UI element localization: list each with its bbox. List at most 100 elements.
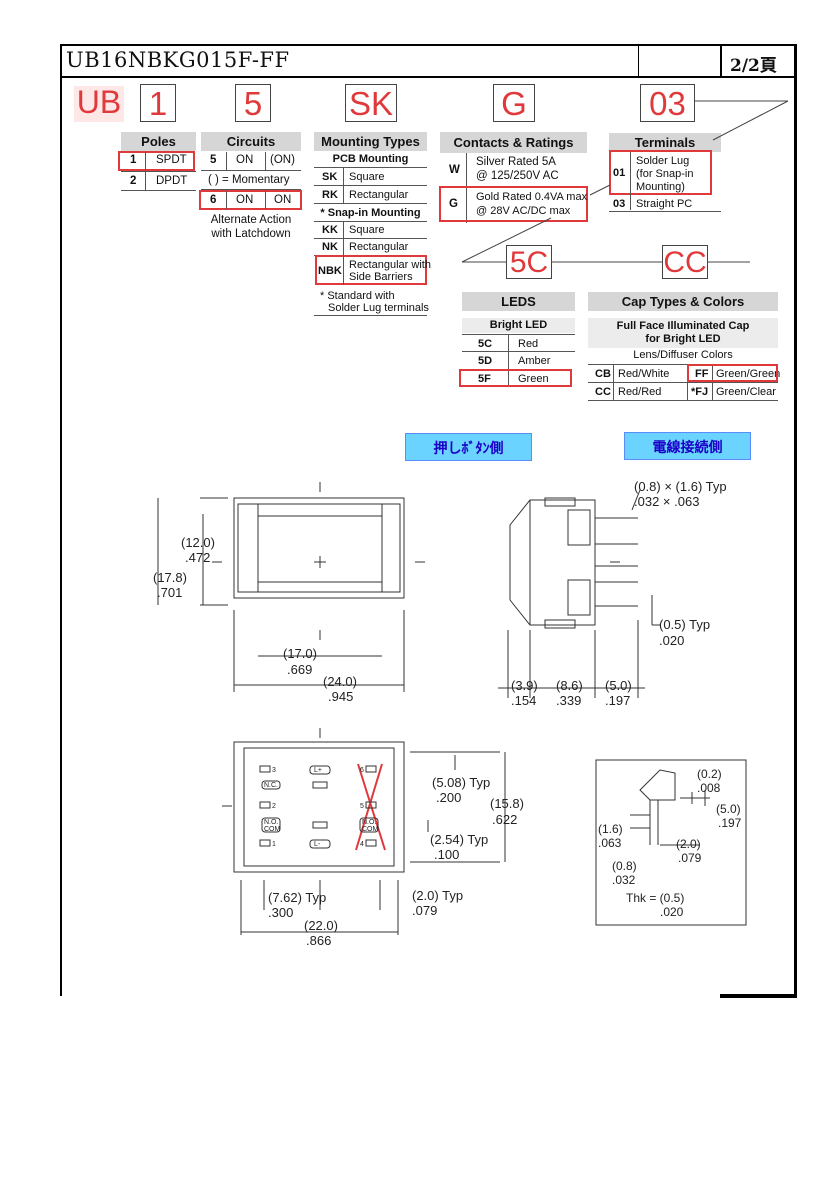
mounting-title: Mounting Types <box>314 132 427 151</box>
dim-2-54: (2.54) Typ <box>430 832 489 847</box>
pcb-no-1: N.O. <box>264 819 278 826</box>
divider <box>712 365 713 401</box>
dim-100: .100 <box>434 847 460 862</box>
dim-pin-size-in: .032 × .063 <box>634 494 700 509</box>
circuits-foot2: with Latchdown <box>211 228 291 240</box>
divider <box>121 190 196 191</box>
dim-472: .472 <box>185 550 211 565</box>
contacts-code-g: G <box>449 198 458 210</box>
connector-lines <box>461 100 789 263</box>
detail-thk-in: .020 <box>660 905 684 919</box>
leds-label-5d: Amber <box>518 355 551 367</box>
pcb-pin-3: 3 <box>272 767 276 774</box>
detail-008: .008 <box>697 781 721 795</box>
detail-032: .032 <box>612 873 636 887</box>
divider <box>314 221 427 222</box>
divider <box>588 382 778 383</box>
circuits-5-a: ON <box>236 154 254 166</box>
mounting-code-rk: RK <box>322 189 338 201</box>
terminals-code-03: 03 <box>613 198 626 210</box>
divider <box>314 315 427 316</box>
contacts-w-line2: @ 125/250V AC <box>476 170 559 182</box>
contacts-title: Contacts & Ratings <box>440 132 587 153</box>
cap-subtitle-line1: Full Face Illuminated Cap <box>616 320 750 332</box>
divider <box>609 211 721 212</box>
poles-code: 1 <box>140 84 176 122</box>
dim-866: .866 <box>306 933 332 948</box>
leds-code: 5C <box>506 245 552 279</box>
divider <box>508 335 509 387</box>
poles-label-1: SPDT <box>156 154 187 166</box>
leds-label-5f: Green <box>518 373 549 385</box>
pcb-com-2: COM <box>362 826 379 833</box>
circuits-code-5: 5 <box>210 154 217 166</box>
leds-code-5d: 5D <box>478 355 493 367</box>
divider <box>462 351 575 352</box>
mounting-code-sk: SK <box>322 171 338 183</box>
divider <box>314 203 427 204</box>
divider <box>226 191 227 209</box>
detail-063: .063 <box>598 836 622 850</box>
detail-079: .079 <box>678 851 702 865</box>
divider <box>226 152 227 170</box>
pcb-pin-2: 2 <box>272 803 276 810</box>
divider <box>466 153 467 223</box>
contacts-code: G <box>493 84 535 122</box>
circuits-5-b: (ON) <box>270 154 295 166</box>
mounting-code: SK <box>345 84 397 122</box>
dim-197: .197 <box>605 693 631 708</box>
dim-22: (22.0) <box>304 918 338 933</box>
divider <box>588 400 778 401</box>
cap-label-ff: Green/Green <box>716 368 781 380</box>
dim-020: .020 <box>659 633 685 648</box>
pcb-pin-6: 6 <box>360 767 364 774</box>
terminals-01-line1: Solder Lug <box>636 155 690 167</box>
dim-200: .200 <box>436 790 462 805</box>
poles-code-2: 2 <box>130 175 137 187</box>
mounting-foot1: * Standard with <box>320 290 395 302</box>
mounting-code-nk: NK <box>322 241 338 253</box>
terminals-01-line2: (for Snap-in <box>636 168 694 180</box>
terminals-03-label: Straight PC <box>636 198 693 210</box>
dim-669: .669 <box>287 662 313 677</box>
cap-label-cc: Red/Red <box>618 386 662 398</box>
cap-code-cc: CC <box>595 386 611 398</box>
dim-945: .945 <box>328 689 354 704</box>
divider <box>687 365 688 401</box>
leds-label-5c: Red <box>518 338 539 350</box>
poles-selected-highlight <box>118 151 195 171</box>
wire-side-label: 電線接続側 <box>624 432 751 460</box>
divider <box>265 191 266 209</box>
poles-code-1: 1 <box>130 154 137 166</box>
bottom-rule <box>720 994 797 998</box>
series-code-bg <box>74 86 124 122</box>
contacts-selected-highlight <box>439 186 588 222</box>
cap-code-ff: FF <box>695 368 709 380</box>
leds-selected-highlight <box>459 369 572 387</box>
dim-5-08: (5.08) Typ <box>432 775 491 790</box>
detail-0-8: (0.8) <box>612 859 637 873</box>
mounting-label-rk: Rectangular <box>349 189 409 201</box>
detail-197: .197 <box>718 816 742 830</box>
page-frame <box>60 44 797 996</box>
dim-3-9: (3.9) <box>511 678 538 693</box>
page-number: 2/2頁 <box>730 56 777 76</box>
pcb-led-minus: L- <box>314 841 321 848</box>
technical-drawings: 3 2 1 6 5 4 L+ L- N.C. N.O. COM N.O. COM <box>157 482 747 935</box>
cap-label-cb: Red/White <box>618 368 670 380</box>
dim-24: (24.0) <box>323 674 357 689</box>
cap-selected-highlight <box>687 364 778 382</box>
detail-5-0: (5.0) <box>716 802 741 816</box>
cap-code: CC <box>662 245 708 279</box>
cap-code-fj: *FJ <box>691 386 709 398</box>
pcb-pin-5: 5 <box>360 803 364 810</box>
cap-label-fj: Green/Clear <box>716 386 776 398</box>
button-side-label: 押しﾎﾞﾀﾝ側 <box>405 433 532 461</box>
pcb-nc: N.C. <box>264 782 278 789</box>
dim-154: .154 <box>511 693 537 708</box>
cap-title: Cap Types & Colors <box>588 292 778 311</box>
part-number-title: UB16NBKG015F-FF <box>66 48 290 72</box>
circuits-code: 5 <box>235 84 271 122</box>
poles-label-2: DPDT <box>156 175 188 187</box>
